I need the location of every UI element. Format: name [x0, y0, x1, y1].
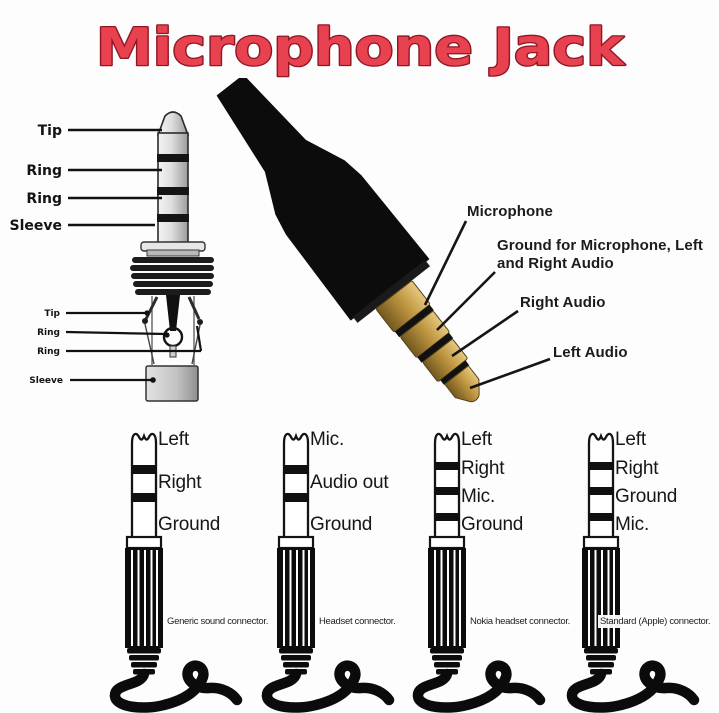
- cutaway-label-ring1: Ring: [37, 328, 60, 338]
- connector-figure-headset: Mic. Audio out Ground Headset connector.: [258, 425, 410, 713]
- connector-caption: Generic sound connector.: [165, 615, 271, 628]
- plug-ring-band: [157, 214, 189, 222]
- separator-band: [434, 513, 460, 521]
- title-banner: Microphone Jack: [95, 17, 627, 80]
- cutaway-label-ring2: Ring: [37, 347, 60, 357]
- plug-flange: [146, 249, 200, 257]
- pin-label: Left: [158, 429, 189, 450]
- collar: [582, 535, 620, 550]
- plug-shaft: [433, 432, 461, 541]
- boot-ribs: [279, 648, 313, 675]
- collar: [428, 535, 466, 550]
- pin-label: Right: [461, 458, 505, 479]
- callout-ground-line2: and Right Audio: [497, 254, 614, 272]
- connector-caption: Standard (Apple) connector.: [598, 615, 713, 628]
- connector-caption: Nokia headset connector.: [468, 615, 573, 628]
- connector-figure-nokia: Left Right Mic. Ground Nokia headset con…: [409, 425, 573, 713]
- collar: [277, 535, 315, 550]
- separator-band: [131, 493, 157, 502]
- separator-band: [131, 465, 157, 474]
- plug-label-tip: Tip: [38, 123, 62, 139]
- trs-plug-drawing: [261, 432, 395, 713]
- cutaway-terminals: [142, 295, 203, 365]
- plug-ring-band: [157, 187, 189, 195]
- cable-curl: [261, 660, 395, 713]
- gold-trrs-connector: [352, 259, 480, 403]
- pin-label: Right: [158, 472, 202, 493]
- separator-band: [434, 462, 460, 470]
- plug-tip: [156, 111, 190, 136]
- callout-right-audio: Right Audio: [520, 294, 606, 311]
- plug-ring-band: [157, 154, 189, 162]
- collar: [125, 535, 163, 550]
- leader-lines: [68, 128, 162, 227]
- callout-ground-line1: Ground for Microphone, Left: [497, 237, 704, 254]
- page-title: Microphone Jack: [96, 18, 626, 78]
- cable-curl: [109, 660, 243, 713]
- separator-band: [588, 487, 614, 495]
- separator-band: [283, 493, 309, 502]
- solder-barrel: [145, 365, 199, 402]
- plug-label-sleeve: Sleeve: [10, 218, 63, 234]
- pin-label: Mic.: [461, 486, 496, 507]
- separator-band: [283, 465, 309, 474]
- pin-label: Ground: [461, 514, 524, 535]
- pin-label: Ground: [158, 514, 221, 535]
- plug-shaft: [130, 432, 158, 541]
- trrs-plug-drawing: [566, 432, 700, 713]
- boot-ribs: [430, 648, 464, 675]
- cable: [216, 78, 430, 321]
- callout-ground: Ground for Microphone, Left and Right Au…: [497, 237, 715, 272]
- plug-label-ring2: Ring: [26, 191, 62, 207]
- trrs-plug-drawing: [412, 432, 546, 713]
- pin-label: Mic.: [310, 429, 345, 450]
- cutaway-label-sleeve: Sleeve: [29, 376, 63, 386]
- callout-left-audio: Left Audio: [553, 344, 628, 361]
- trs-plug-drawing: [109, 432, 243, 713]
- separator-band: [588, 462, 614, 470]
- boot-ribs: [584, 648, 618, 675]
- separator-band: [434, 487, 460, 495]
- callout-microphone: Microphone: [467, 203, 553, 220]
- connector-caption: Headset connector.: [317, 615, 398, 628]
- cutaway-label-tip: Tip: [44, 309, 60, 319]
- boot-ribs: [127, 648, 161, 675]
- pin-label: Left: [615, 429, 646, 450]
- separator-band: [588, 513, 614, 521]
- grip-ridges: [283, 550, 310, 646]
- cable-connector-illustration: [216, 78, 551, 403]
- cable-curl: [412, 660, 546, 713]
- connector-figure-apple: Left Right Ground Mic. Standard (Apple) …: [563, 425, 715, 713]
- connector-figure-generic: Left Right Ground Generic sound connecto…: [106, 425, 271, 713]
- trrs-plug-cutaway-diagram: Tip Ring Ring Sleeve Tip Ring Ring Sleev…: [10, 111, 214, 402]
- grip-ridges: [434, 550, 461, 646]
- plug-shaft: [282, 432, 310, 541]
- gold-tip: [444, 365, 480, 403]
- pin-label: Ground: [310, 514, 373, 535]
- pin-label: Mic.: [615, 514, 650, 535]
- plug-label-ring1: Ring: [26, 163, 62, 179]
- grip-ridges: [588, 550, 615, 646]
- leader-lines-small: [65, 310, 203, 383]
- strain-relief-spring: [130, 257, 214, 295]
- cable-curl: [566, 660, 700, 713]
- grip-ridges: [131, 550, 158, 646]
- plug-shaft: [587, 432, 615, 541]
- callout-pointer-lines: [423, 220, 551, 390]
- pin-label: Ground: [615, 486, 678, 507]
- pin-label: Right: [615, 458, 659, 479]
- pin-label: Left: [461, 429, 492, 450]
- pin-label: Audio out: [310, 472, 389, 493]
